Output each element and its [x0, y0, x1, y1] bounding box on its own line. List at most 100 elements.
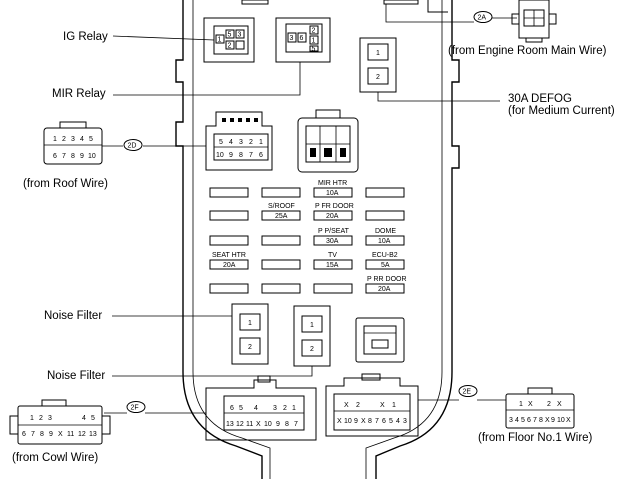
mir-relay-leader [113, 62, 301, 96]
fuse-mir-htr-amp: 10A [326, 190, 339, 197]
floor-2e-pin-9: 9 [354, 418, 358, 425]
floor-wire-pin-x4: X [566, 417, 571, 424]
cowl-wire-pin-12: 12 [78, 431, 86, 438]
fuse-ecu-b2-amp: 5A [381, 262, 390, 269]
connector-2e: X 2 X 1 X 10 9 X 8 7 6 5 4 3 [325, 373, 419, 437]
cowl-2f-pin-10: 10 [264, 421, 272, 428]
top-stub-left [241, 0, 269, 5]
cowl-2f-pin-13: 13 [226, 421, 234, 428]
defog-pin-2: 2 [376, 74, 380, 81]
floor-wire-pin-4: 4 [515, 417, 519, 424]
mir-relay-pin-2: 2 [312, 28, 316, 35]
fuse-seat-htr-name: SEAT HTR [212, 252, 246, 259]
floor-2e-pin-x1: X [344, 402, 349, 409]
conn-2d-pin-6: 6 [259, 152, 263, 159]
conn-2d-pin-1: 1 [259, 139, 263, 146]
floor-2e-pin-2: 2 [356, 402, 360, 409]
floor-wire-pin-9: 9 [551, 417, 555, 424]
from-roof-label: (from Roof Wire) [23, 178, 108, 190]
noise-filter-2-label: Noise Filter [47, 370, 105, 382]
cowl-2f-pin-4: 4 [254, 405, 258, 412]
cowl-2f-pin-11: 11 [246, 421, 253, 428]
conn-2d-pin-4: 4 [229, 139, 233, 146]
ig-relay-label: IG Relay [63, 31, 108, 43]
floor-wire-pin-x2: X [557, 401, 562, 408]
floor-wire-pin-x3: X [545, 417, 550, 424]
floor-2e-pin-6: 6 [382, 418, 386, 425]
roof-pin-5: 5 [89, 136, 93, 143]
floor-wire-pin-5: 5 [521, 417, 525, 424]
defog-pin-1: 1 [376, 50, 380, 57]
cowl-2f-pin-12: 12 [236, 421, 244, 428]
defog-label-line2: (for Medium Current) [508, 105, 615, 117]
floor-2e-pin-x2: X [380, 402, 385, 409]
connector-2d-tag-label: 2D [128, 143, 137, 150]
noise-filter-1-pin-2: 2 [248, 344, 252, 351]
small-socket [355, 317, 405, 363]
mir-relay: 3 6 2 1 5 [275, 17, 331, 63]
floor-2e-pin-5: 5 [389, 418, 393, 425]
cowl-wire-pin-11: 11 [67, 431, 74, 438]
cowl-wire-pin-5: 5 [91, 415, 95, 422]
floor-2e-pin-3: 3 [403, 418, 407, 425]
cowl-wire-pin-x: X [58, 431, 63, 438]
cowl-2f-pin-7: 7 [294, 421, 298, 428]
mir-relay-label: MIR Relay [52, 88, 106, 100]
defog-leader [377, 92, 500, 102]
roof-pin-7: 7 [62, 153, 66, 160]
floor-2e-pin-4: 4 [396, 418, 400, 425]
noise-filter-1-pin-1: 1 [248, 320, 252, 327]
cowl-wire-pin-1: 1 [30, 415, 34, 422]
connector-2f: 6 5 4 3 2 1 13 12 11 X 10 9 8 7 [205, 375, 317, 441]
cowl-wire-pin-13: 13 [89, 431, 97, 438]
floor-wire-pin-x1: X [528, 401, 533, 408]
cowl-2f-pin-5: 5 [239, 405, 243, 412]
fuse-seat-htr-amp: 20A [223, 262, 236, 269]
fuse-p-p-seat-amp: 30A [326, 238, 339, 245]
fuse-mir-htr-name: MIR HTR [318, 180, 347, 187]
top-stub-line [427, 0, 448, 13]
fuse-s-roof-name: S/ROOF [268, 203, 295, 210]
floor-2e-pin-8: 8 [368, 418, 372, 425]
connector-2f-tag [126, 401, 146, 413]
connector-2a-tag-label: 2A [478, 15, 487, 22]
connector-2d-tag [123, 139, 143, 151]
unnamed-connector [297, 109, 359, 173]
fuse-ecu-b2-name: ECU-B2 [372, 252, 398, 259]
junction-block-outline [175, 0, 460, 479]
cowl-wire-pin-3: 3 [48, 415, 52, 422]
defog-fuse: 1 2 [359, 37, 397, 93]
floor-2e-pin-10: 10 [344, 418, 352, 425]
roof-pin-9: 9 [80, 153, 84, 160]
connector-2d: 5 4 3 2 1 10 9 8 7 6 [205, 111, 273, 171]
ig-relay-leader [112, 35, 215, 41]
roof-pin-4: 4 [80, 136, 84, 143]
top-stub-right [383, 0, 419, 5]
connector-2f-tag-label: 2F [131, 405, 139, 412]
ig-relay-pin-3: 3 [238, 32, 242, 39]
from-engine-room-label: (from Engine Room Main Wire) [448, 45, 607, 57]
conn-2d-pin-10: 10 [216, 152, 224, 159]
connector-2a-leader [385, 4, 517, 23]
ig-relay-pin-5: 5 [228, 32, 232, 39]
from-cowl-label: (from Cowl Wire) [12, 452, 98, 464]
engine-room-connector [511, 0, 557, 43]
noise-filter-2-pin-1: 1 [310, 322, 314, 329]
cowl-2f-pin-2: 2 [283, 405, 287, 412]
noise-filter-1: 1 2 [231, 303, 269, 365]
floor-wire-pin-8: 8 [539, 417, 543, 424]
cowl-wire-pin-6: 6 [22, 431, 26, 438]
conn-2d-pin-5: 5 [219, 139, 223, 146]
fuse-grid [209, 187, 405, 294]
from-floor-label: (from Floor No.1 Wire) [478, 432, 593, 444]
cowl-2f-pin-8: 8 [285, 421, 289, 428]
conn-2d-pin-3: 3 [239, 139, 243, 146]
roof-pin-3: 3 [71, 136, 75, 143]
fuse-tv-amp: 15A [326, 262, 339, 269]
floor-2e-pin-1: 1 [392, 402, 396, 409]
mir-relay-pin-6: 6 [300, 35, 304, 42]
fuse-dome-name: DOME [375, 228, 396, 235]
conn-2d-pin-9: 9 [229, 152, 233, 159]
cowl-wire-pin-4: 4 [82, 415, 86, 422]
